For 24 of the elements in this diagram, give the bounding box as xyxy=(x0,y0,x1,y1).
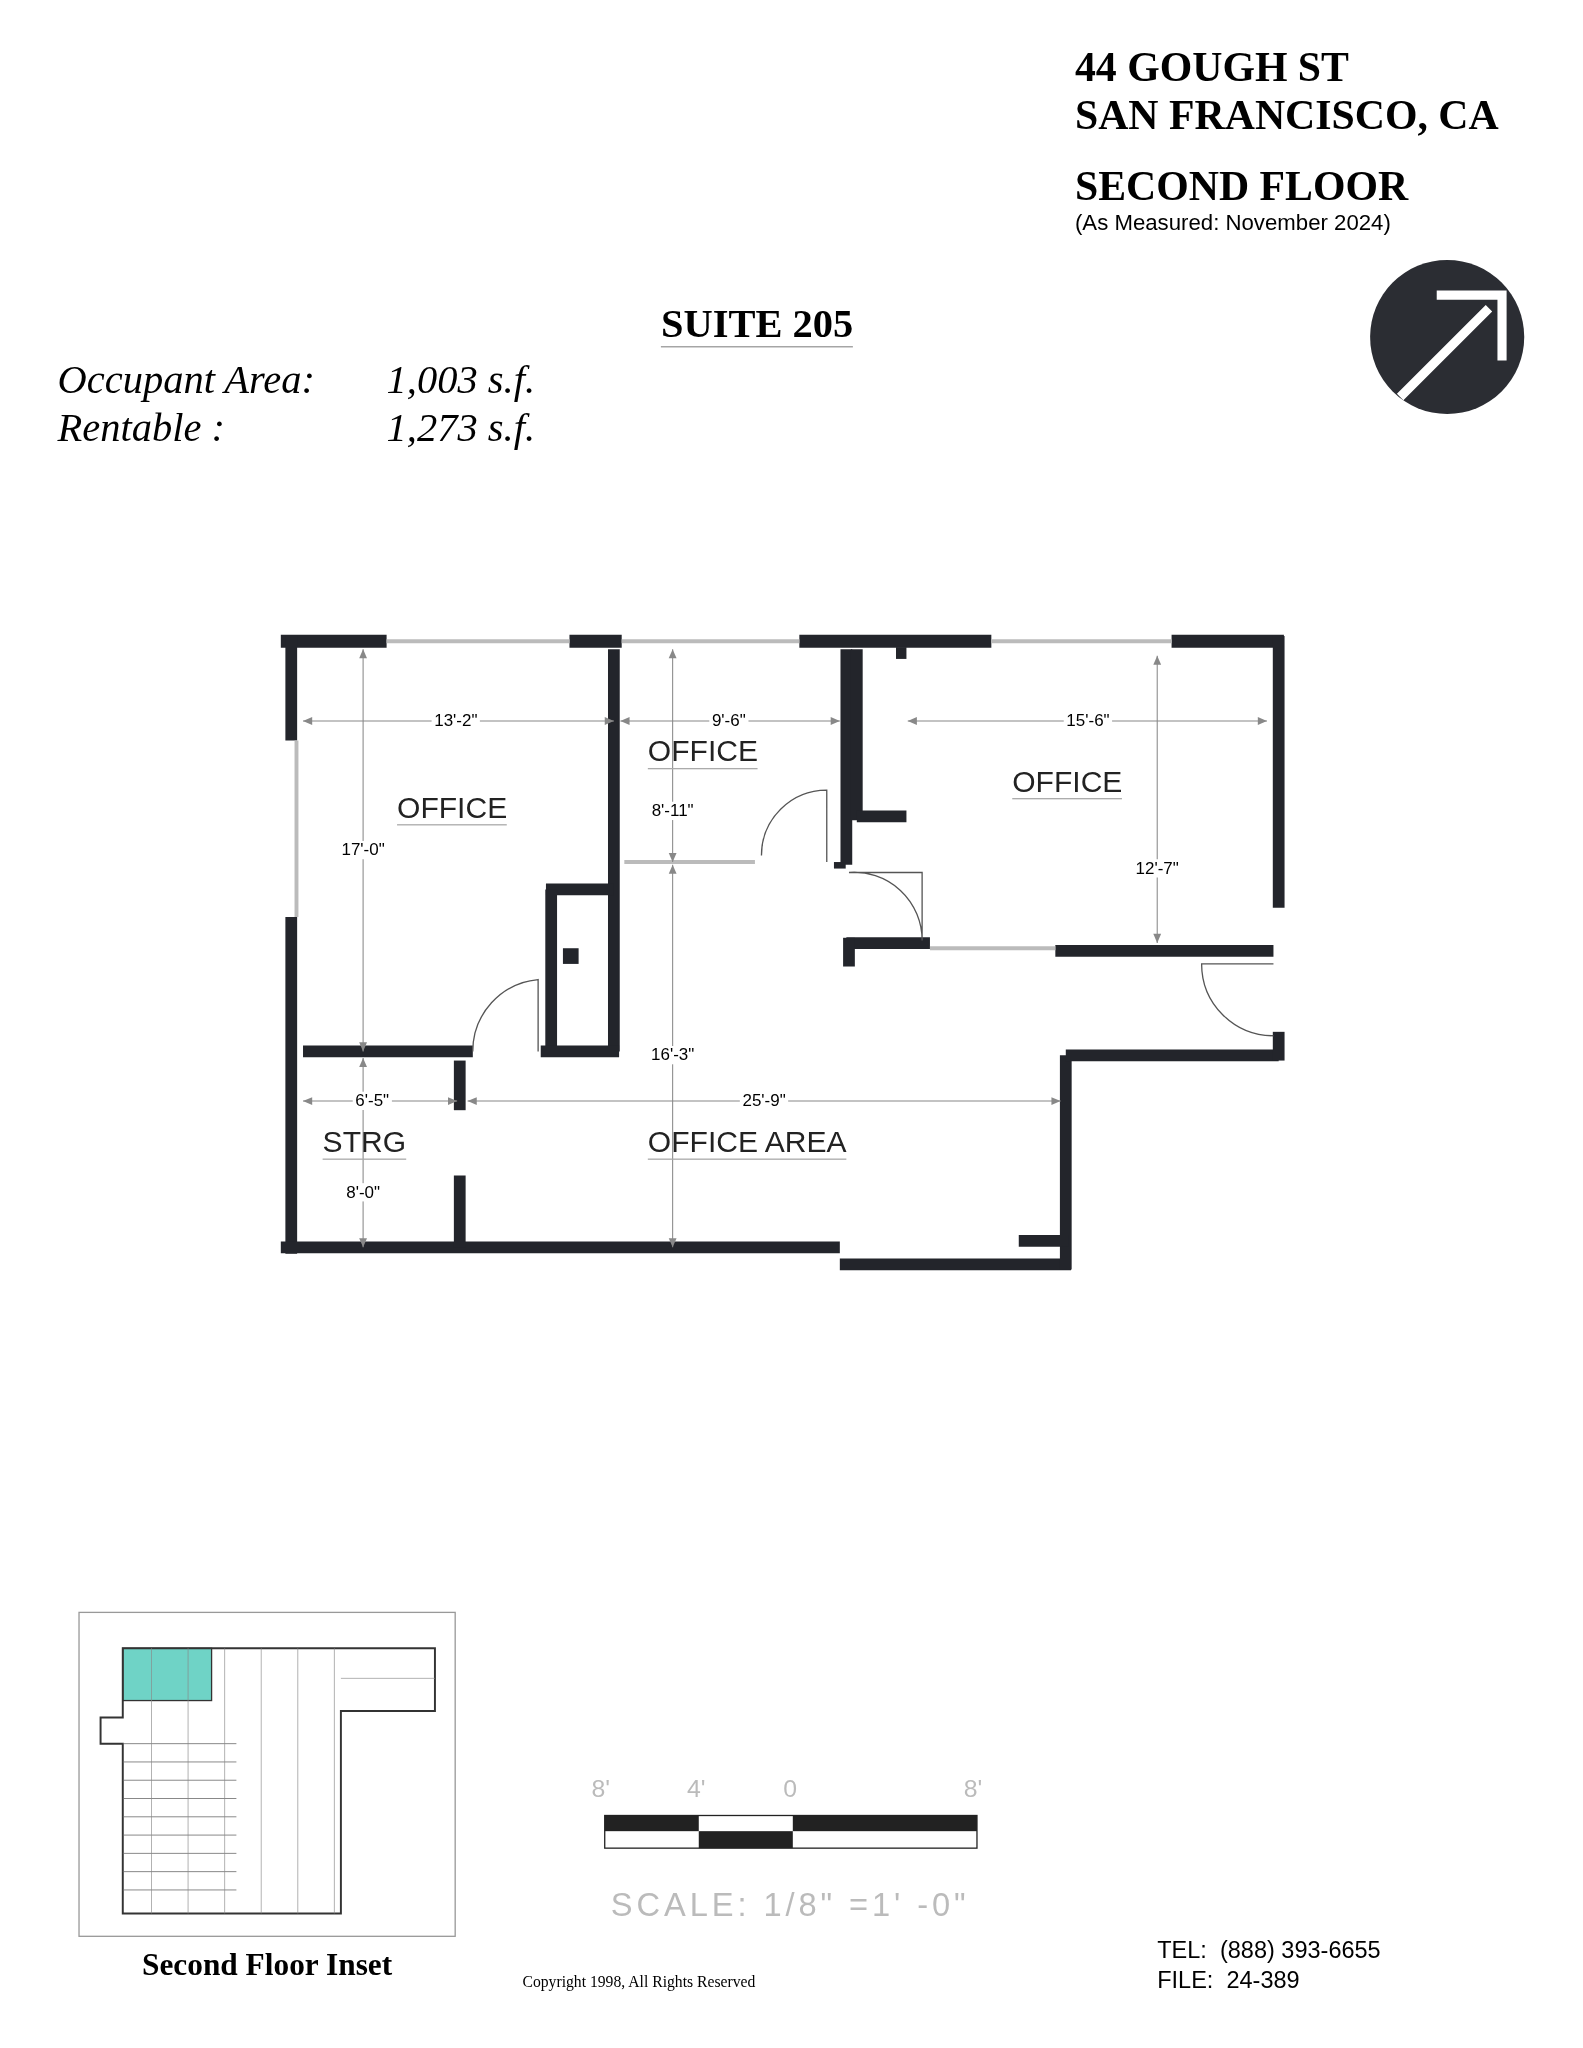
copyright-note: Copyright 1998, All Rights Reserved xyxy=(522,1973,756,1991)
scale-tick-label: 8' xyxy=(591,1776,611,1804)
scale-tick-label: 4' xyxy=(686,1776,706,1804)
area-label: Occupant Area: xyxy=(57,357,315,403)
room-label: OFFICE AREA xyxy=(647,1125,847,1161)
dimension-label: 6'-5" xyxy=(352,1091,392,1111)
suite-heading: SUITE 205 xyxy=(660,301,854,348)
measured-note: (As Measured: November 2024) xyxy=(1074,211,1391,236)
floor-heading: SECOND FLOOR xyxy=(1074,163,1409,210)
room-label: OFFICE xyxy=(647,735,758,770)
address-line: 44 GOUGH ST xyxy=(1074,44,1349,91)
area-label: Rentable : xyxy=(57,406,225,451)
area-value: 1,273 s.f. xyxy=(386,406,536,451)
room-label: OFFICE xyxy=(1012,765,1123,800)
file-number: FILE: 24-389 xyxy=(1157,1968,1300,1995)
scale-note: SCALE: 1/8" =1' -0" xyxy=(610,1887,970,1924)
address-line: SAN FRANCISCO, CA xyxy=(1074,92,1499,139)
phone-number: TEL: (888) 393-6655 xyxy=(1157,1938,1381,1965)
area-value: 1,003 s.f. xyxy=(386,357,536,403)
room-label: OFFICE xyxy=(397,791,508,826)
scale-tick-label: 0 xyxy=(783,1776,798,1804)
scale-tick-label: 8' xyxy=(963,1776,983,1804)
room-label: STRG xyxy=(322,1125,407,1161)
inset-heading: Second Floor Inset xyxy=(141,1947,394,1982)
